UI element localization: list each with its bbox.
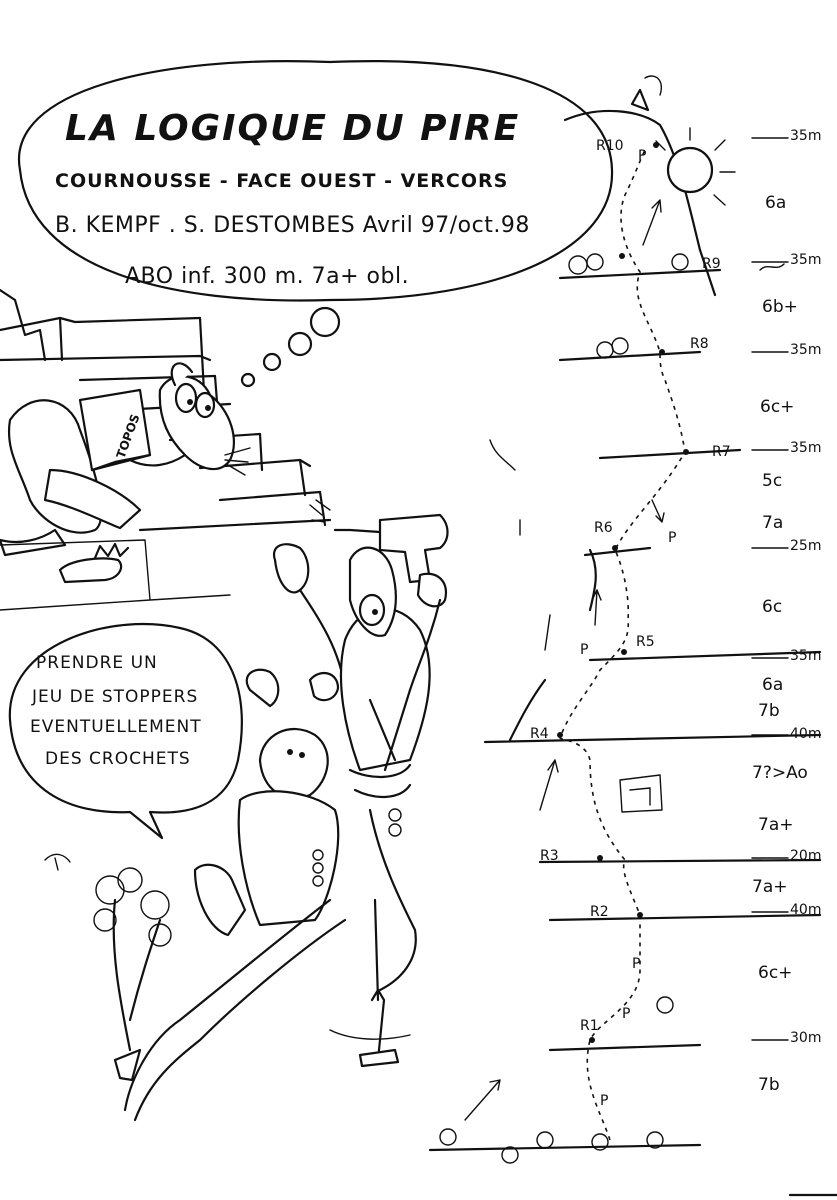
pitch-length-1: 35m [790, 128, 821, 144]
pitch-length-4: 35m [790, 440, 821, 456]
advice-line-3: EVENTUELLEMENT [30, 717, 202, 737]
grade-pitch-1: 6c+ [758, 963, 792, 983]
grades: 6a 6b+ 6c+ 5c 7a 6c 6a 7b 7?>Ao 7a+ 7a+ … [752, 193, 808, 1095]
advice-line-4: DES CROCHETS [45, 749, 191, 769]
pitch-length-7: 40m [790, 726, 821, 742]
belay-r6: R6 [594, 520, 613, 536]
pitch-lengths: 35m 35m 35m 35m 25m 35m 40m 20m 40m 30m [751, 128, 821, 1046]
grade-pitch-2: 7a+ [752, 877, 787, 897]
belay-r10: R10 [596, 138, 624, 154]
grade-pitch-5b: 7b [758, 701, 780, 721]
specs-label: ABO inf. 300 m. 7a+ obl. [125, 264, 409, 289]
grade-pitch-10: 6a [765, 193, 786, 213]
pitch-length-10: 30m [790, 1030, 821, 1046]
piton-mark: P [600, 1093, 608, 1109]
grade-pitch-6: 6c [762, 597, 782, 617]
pitch-length-2: 35m [790, 252, 821, 268]
authors-label: B. KEMPF . S. DESTOMBES Avril 97/oct.98 [55, 213, 530, 238]
grade-pitch-4: 7?>Ao [752, 763, 808, 783]
location-label: COURNOUSSE - FACE OUEST - VERCORS [55, 170, 508, 192]
piton-mark: P [580, 642, 588, 658]
pitch-length-3: 35m [790, 342, 821, 358]
pitch-length-8: 20m [790, 848, 821, 864]
belay-r5: R5 [636, 634, 655, 650]
grade-pitch-8: 6c+ [760, 397, 794, 417]
grade-pitch-9: 6b+ [762, 297, 798, 317]
piton-mark: P [638, 148, 646, 164]
pitch-length-6: 35m [790, 648, 821, 664]
piton-mark: P [668, 530, 676, 546]
grade-pitch-5a: 6a [762, 675, 783, 695]
belay-r2: R2 [590, 904, 609, 920]
grade-pitch-7b: 7a [762, 513, 783, 533]
belay-r9: R9 [702, 256, 721, 272]
advice-line-1: PRENDRE UN [36, 653, 158, 673]
advice-line-2: JEU DE STOPPERS [31, 687, 198, 707]
advice-bubble: PRENDRE UN JEU DE STOPPERS EVENTUELLEMEN… [8, 622, 243, 840]
pitch-length-5: 25m [790, 538, 821, 554]
belay-r8: R8 [690, 336, 709, 352]
belay-r3: R3 [540, 848, 559, 864]
reading-rat: TOPOS [0, 362, 251, 557]
title-bubble: LA LOGIQUE DU PIRE COURNOUSSE - FACE OUE… [17, 60, 614, 388]
piton-mark: P [622, 1006, 630, 1022]
cliff-topo [428, 75, 822, 1164]
topo-title: LA LOGIQUE DU PIRE [65, 108, 520, 149]
belay-r7: R7 [712, 444, 731, 460]
belay-r4: R4 [530, 726, 549, 742]
grade-pitch-3: 7a+ [758, 815, 793, 835]
pitch-length-9: 40m [790, 902, 821, 918]
piton-marks: P P P P P P [580, 148, 676, 1109]
belay-r1: R1 [580, 1018, 599, 1034]
dropped-shoe [58, 542, 130, 584]
small-tree [44, 853, 172, 1082]
piton-mark: P [632, 956, 640, 972]
climbing-rats [123, 499, 449, 1122]
belay-labels: R10 R9 R8 R7 R6 R5 R4 R3 R2 R1 [530, 138, 731, 1034]
grade-approach: 7b [758, 1075, 780, 1095]
grade-pitch-7a: 5c [762, 471, 782, 491]
